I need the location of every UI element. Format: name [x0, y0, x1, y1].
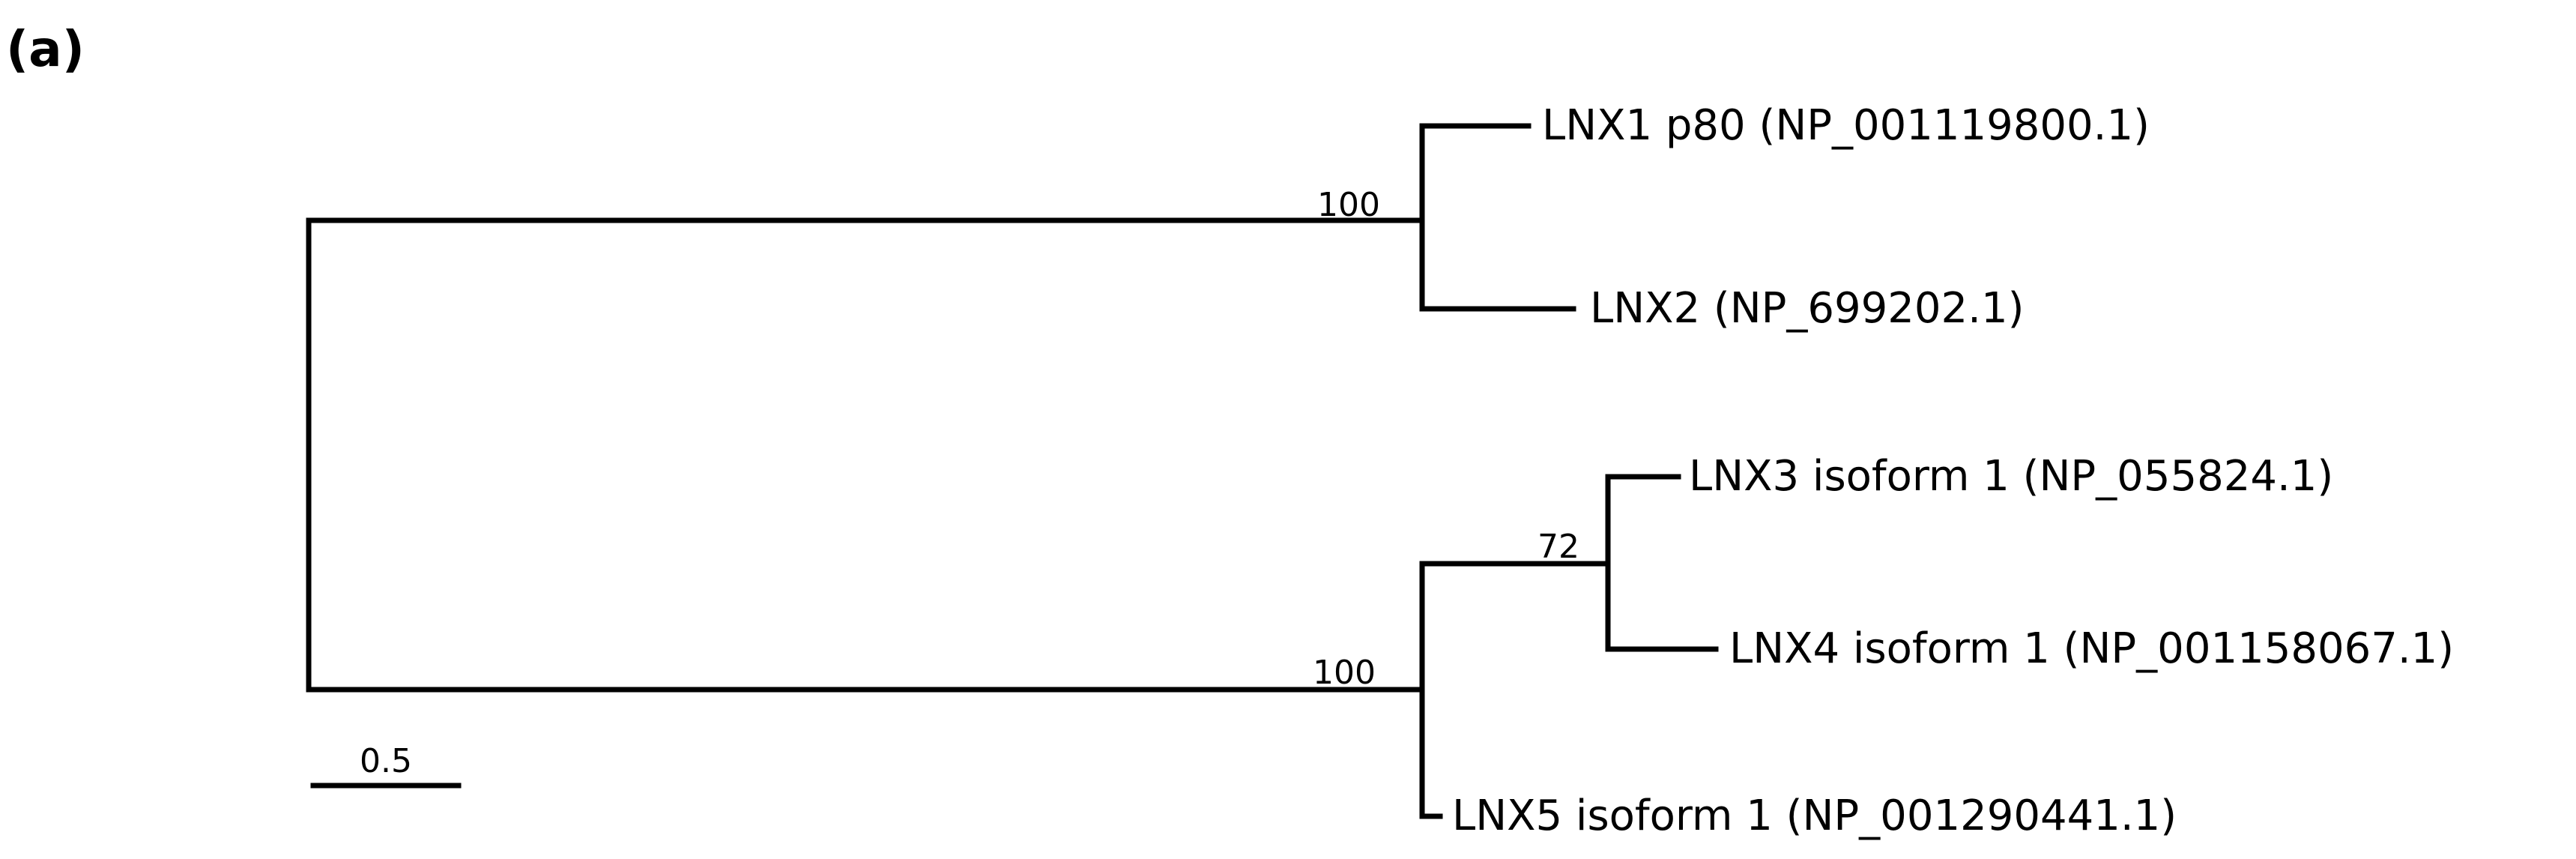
leaf-label-lnx5: LNX5 isoform 1 (NP_001290441.1) [1452, 792, 2177, 840]
support-value-lnx1-lnx2: 100 [1317, 186, 1380, 224]
scale-bar-label: 0.5 [360, 742, 412, 780]
support-value-lnx3-lnx4: 72 [1538, 528, 1579, 566]
leaf-label-lnx3: LNX3 isoform 1 (NP_055824.1) [1689, 452, 2333, 501]
leaf-label-lnx4: LNX4 isoform 1 (NP_001158067.1) [1729, 624, 2454, 673]
support-value-lnx3-lnx5: 100 [1313, 654, 1376, 692]
leaf-label-lnx1: LNX1 p80 (NP_001119800.1) [1542, 101, 2150, 150]
panel-label: (a) [6, 20, 85, 78]
leaf-label-lnx2: LNX2 (NP_699202.1) [1590, 284, 2024, 333]
